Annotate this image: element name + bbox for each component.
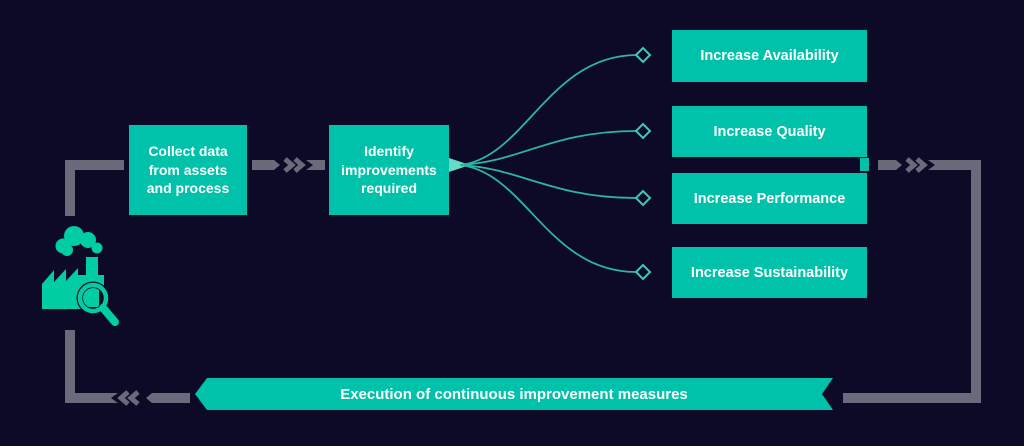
- fan-out-connectors: [449, 46, 652, 281]
- node-label: Increase Performance: [693, 190, 846, 207]
- arrow-dash: [252, 160, 280, 170]
- node-label: Increase Quality: [713, 123, 826, 140]
- loop-line-top-left: [65, 160, 124, 170]
- node-increase-quality: Increase Quality: [672, 106, 867, 157]
- smoke-cloud-icon: [55, 226, 103, 256]
- node-label: Increase Availability: [700, 48, 839, 64]
- diamond-marker-icon: [634, 263, 652, 281]
- arrow-dash: [878, 160, 902, 170]
- diamond-marker-icon: [634, 122, 652, 140]
- node-identify-improvements: Identify improvements required: [329, 125, 449, 215]
- node-label: Collect data from assets and process: [146, 143, 230, 197]
- curve-to-performance: [459, 164, 637, 199]
- node-execution-banner: Execution of continuous improvement meas…: [195, 378, 833, 410]
- return-loop-right: [843, 157, 981, 403]
- node-increase-sustainability: Increase Sustainability: [672, 247, 867, 298]
- diamond-marker-icon: [634, 46, 652, 64]
- node-increase-performance: Increase Performance: [672, 173, 867, 224]
- chevron-right-icon: [915, 157, 928, 173]
- node-label: Identify improvements required: [341, 143, 437, 197]
- flow-arrow-collect-to-identify: [252, 157, 325, 173]
- curve-to-availability: [459, 54, 637, 166]
- magnifier-handle: [99, 304, 119, 326]
- chevron-right-icon: [283, 157, 296, 173]
- node-increase-availability: Increase Availability: [672, 30, 867, 82]
- return-loop-left: [65, 160, 190, 406]
- banner-label: Execution of continuous improvement meas…: [340, 385, 688, 403]
- chevron-right-icon: [293, 157, 306, 173]
- curve-to-quality: [459, 130, 637, 166]
- chevron-left-icon: [127, 390, 140, 406]
- chevron-right-icon: [905, 157, 918, 173]
- magnifier-icon: [76, 281, 119, 326]
- outcome-exit-tab: [860, 158, 869, 171]
- node-label: Increase Sustainability: [690, 264, 849, 281]
- loop-line-right: [971, 160, 981, 403]
- curve-to-sustainability: [459, 164, 637, 273]
- factory-icon: [42, 226, 119, 326]
- arrow-dash-notched: [306, 160, 325, 170]
- diamond-marker-icon: [634, 189, 652, 207]
- loop-line-left-upper: [65, 160, 75, 216]
- loop-line-left-lower: [65, 330, 75, 403]
- curve-origin-wedge: [449, 158, 470, 172]
- loop-line-bottom-right: [843, 393, 981, 403]
- node-collect-data: Collect data from assets and process: [129, 125, 247, 215]
- sawtooth-roof-building: [42, 268, 78, 309]
- loop-dash-from-banner: [146, 393, 190, 403]
- loop-line-bottom-left: [65, 393, 118, 403]
- arrow-dash-notched: [928, 160, 981, 170]
- chevron-left-icon: [117, 390, 130, 406]
